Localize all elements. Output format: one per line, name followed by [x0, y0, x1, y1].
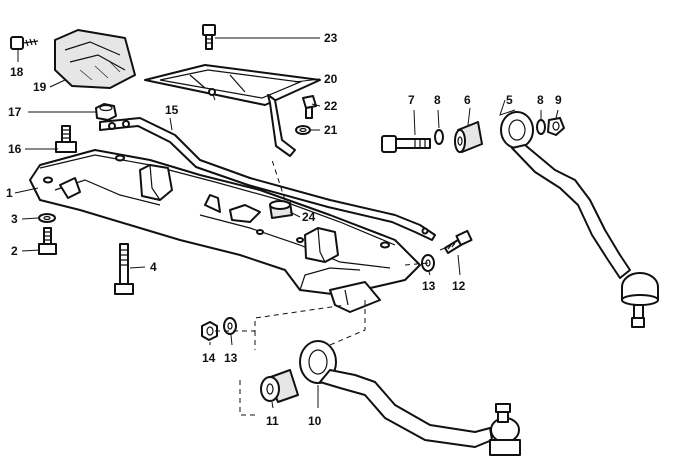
callout-22: 22: [324, 99, 338, 113]
callout-10: 10: [308, 414, 322, 428]
rubber-mount-24: [269, 200, 293, 219]
callout-11: 11: [266, 414, 279, 428]
callout-19: 19: [33, 80, 47, 94]
bushing-11: [260, 369, 299, 403]
bolt-16: [55, 125, 77, 153]
callout-1: 1: [6, 186, 13, 200]
callout-7: 7: [408, 93, 415, 107]
washer-3: [38, 213, 56, 223]
control-arm-lower-10: [299, 340, 521, 456]
callout-15: 15: [165, 103, 179, 117]
callout-24: 24: [302, 210, 316, 224]
callout-12: 12: [452, 279, 466, 293]
washer-13-lower: [223, 317, 237, 335]
callout-21: 21: [324, 123, 338, 137]
callout-23: 23: [324, 31, 338, 45]
nut-9: [547, 117, 565, 136]
callout-3: 3: [11, 212, 18, 226]
bolt-22: [302, 95, 317, 119]
bushing-6: [454, 121, 483, 153]
heat-shield: [54, 29, 136, 89]
bolt-4: [114, 243, 134, 295]
bolt-23: [202, 24, 216, 50]
callout-labels: 1 2 3 4 5 6 7 8 8 9 10 11 12 13 13 14 15…: [6, 31, 562, 428]
callout-8-right: 8: [537, 93, 544, 107]
callout-16: 16: [8, 142, 22, 156]
bolt-2: [38, 227, 57, 255]
control-arm-upper-5: [500, 111, 659, 328]
guard-plate: [144, 64, 321, 157]
callout-14: 14: [202, 351, 216, 365]
callout-8-left: 8: [434, 93, 441, 107]
washer-21: [295, 125, 311, 135]
bolt-18: [10, 36, 39, 50]
axle-carrier: [29, 149, 421, 313]
callout-9: 9: [555, 93, 562, 107]
callout-20: 20: [324, 72, 338, 86]
callout-17: 17: [8, 105, 22, 119]
bolt-12: [444, 229, 473, 254]
callout-2: 2: [11, 244, 18, 258]
stabilizer-bar: [99, 117, 436, 241]
callout-13-right: 13: [422, 279, 436, 293]
washer-8-right: [536, 119, 546, 135]
leader-lines: [14, 37, 559, 409]
callout-6: 6: [464, 93, 471, 107]
washer-8-left: [434, 129, 444, 145]
callout-13-lower: 13: [224, 351, 238, 365]
bolt-7: [381, 135, 431, 153]
callout-4: 4: [150, 260, 157, 274]
nut-14: [201, 321, 218, 341]
alignment-lines: [211, 91, 446, 416]
washer-13-right: [421, 254, 435, 272]
callout-18: 18: [10, 65, 24, 79]
nut-17: [95, 103, 117, 121]
callout-5: 5: [506, 93, 513, 107]
